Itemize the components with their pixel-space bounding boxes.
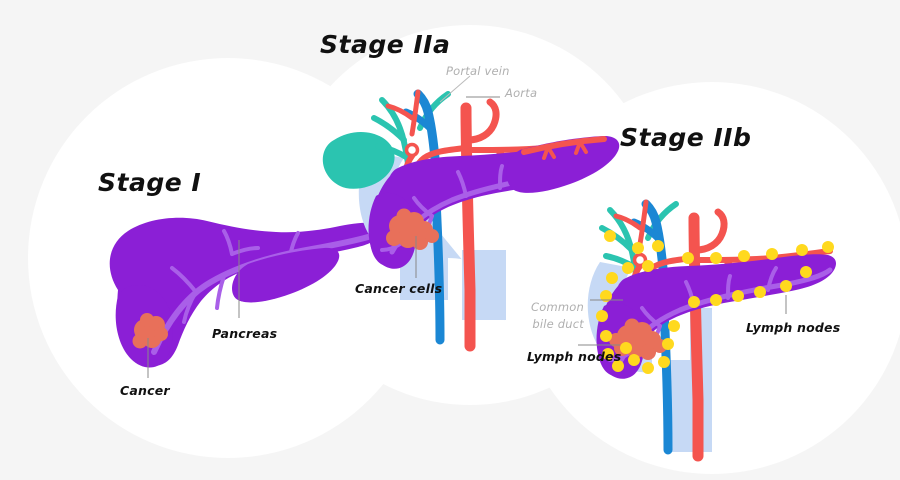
celiac-trunk-2a [464, 98, 500, 144]
lymph-node [796, 244, 808, 256]
bile-duct-branch-2a [371, 115, 407, 143]
celiac-red-tree-2b [637, 199, 649, 247]
lymph-node [688, 296, 700, 308]
vessel-junction-ring-2b [632, 252, 648, 268]
lymph-node [596, 310, 608, 322]
lymph-node [652, 240, 664, 252]
pancreatic-duct-branch-4 [222, 229, 234, 256]
lymph-node [642, 260, 654, 272]
label-aorta: Aorta [505, 86, 538, 100]
label-portal-vein: Portal vein [446, 64, 510, 78]
stage-2a-title: Stage IIa [320, 30, 451, 59]
pancreatic-duct-branch-5 [230, 246, 260, 256]
lymph-node [738, 250, 750, 262]
label-pancreas: Pancreas [212, 326, 278, 341]
label-lymph-nodes-left: Lymph nodes [527, 349, 622, 364]
celiac-red-tree2-2b [613, 213, 643, 231]
lymph-node [780, 280, 792, 292]
tail-artery-branch1-2b [542, 145, 556, 160]
stage-2b-title: Stage IIb [620, 123, 752, 152]
lymph-node [602, 348, 614, 360]
pancreatic-duct-branch-2 [182, 290, 198, 324]
lymph-node [606, 272, 618, 284]
superior-mesenteric-vein-2b [659, 305, 673, 455]
vessel-junction-ring-2a [404, 142, 420, 158]
pancreatic-duct-branch-3 [215, 274, 226, 310]
duct-branch-2a-6 [380, 242, 402, 252]
stage-1-title: Stage I [98, 168, 202, 197]
lymph-node [822, 241, 834, 253]
lymph-node [622, 262, 634, 274]
lymph-node [612, 360, 624, 372]
lymph-node [604, 230, 616, 242]
duct-branch-2b-1 [640, 306, 662, 328]
duct-branch-2a-1 [412, 196, 434, 218]
tail-artery-branch2-2b [574, 140, 588, 155]
lymph-node [710, 294, 722, 306]
lymph-node [620, 342, 632, 354]
duct-branch-2a-3 [456, 170, 468, 198]
duct-branch-2b-4 [726, 274, 732, 300]
pancreatic-duct-branch-1 [170, 266, 198, 294]
lymph-node [732, 290, 744, 302]
duct-branch-2b-5 [766, 266, 778, 292]
label-cancer-cells: Cancer cells [355, 281, 443, 296]
lymph-node [600, 290, 612, 302]
celiac-red-tree2-2a [385, 103, 415, 121]
lymph-node [658, 356, 670, 368]
label-common-bile-duct-line-1: Common [531, 300, 584, 314]
superior-mesenteric-vein-2a [431, 195, 445, 345]
label-lymph-nodes-right: Lymph nodes [746, 320, 841, 335]
lymph-node [710, 252, 722, 264]
lymph-node [600, 330, 612, 342]
label-cancer: Cancer [120, 383, 170, 398]
pancreas-tail-partial-2a [232, 247, 340, 303]
lymph-node [766, 248, 778, 260]
bile-duct-branch-2b [599, 225, 635, 253]
celiac-trunk-2b [692, 208, 728, 254]
lymph-node [800, 266, 812, 278]
duct-branch-2b-6 [608, 352, 630, 362]
celiac-red-tree-2a [409, 89, 421, 137]
lymph-node [632, 242, 644, 254]
lymph-node-cluster-2b [596, 230, 834, 374]
lymph-node [754, 286, 766, 298]
label-common-bile-duct-line-2: bile duct [532, 317, 584, 331]
lymph-node [628, 354, 640, 366]
lymph-node [642, 362, 654, 374]
bile-duct-branch2-2a [375, 143, 411, 161]
lymph-node [668, 320, 680, 332]
duct-branch-2a-4 [498, 164, 504, 190]
leader-line-portal-vein [439, 75, 471, 103]
lymph-node [682, 252, 694, 264]
lymph-node [662, 338, 674, 350]
tail-artery-2b [521, 136, 607, 155]
